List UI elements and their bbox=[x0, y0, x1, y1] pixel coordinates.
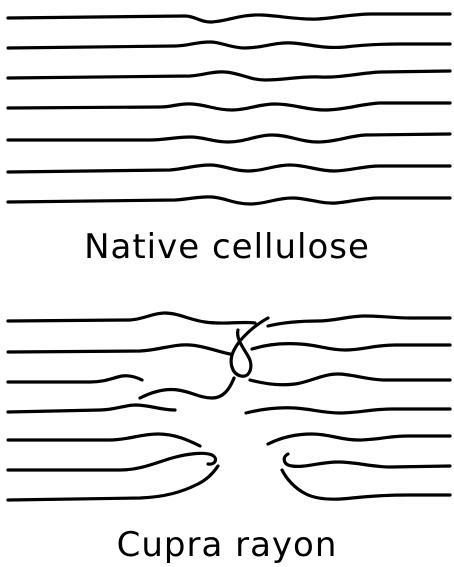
cupra-rayon-caption: Cupra rayon bbox=[117, 525, 338, 565]
cupra-rayon-chains bbox=[8, 313, 450, 500]
native-chain-7 bbox=[8, 197, 450, 204]
cupra-chain-4-left bbox=[8, 405, 175, 412]
native-chain-2 bbox=[8, 42, 450, 48]
cupra-chain-3-mid bbox=[140, 378, 234, 398]
native-chain-1 bbox=[8, 14, 450, 22]
cupra-chain-2-left bbox=[8, 345, 230, 354]
cupra-chain-1-right bbox=[268, 316, 450, 326]
cupra-chain-5-left bbox=[8, 434, 200, 446]
cupra-chain-6-right bbox=[284, 454, 450, 467]
native-cellulose-chains bbox=[8, 14, 450, 204]
cupra-chain-5-right bbox=[268, 434, 450, 444]
native-chain-4 bbox=[8, 103, 450, 110]
cupra-chain-1-left bbox=[8, 313, 255, 323]
native-chain-3 bbox=[8, 71, 450, 80]
cupra-chain-7-right bbox=[282, 470, 450, 499]
native-cellulose-caption: Native cellulose bbox=[84, 227, 370, 267]
cupra-chain-3-left bbox=[8, 376, 142, 382]
cupra-chain-2-right bbox=[252, 344, 450, 350]
native-chain-6 bbox=[8, 165, 450, 172]
native-chain-5 bbox=[8, 134, 450, 142]
cupra-chain-6-left bbox=[8, 453, 215, 470]
cupra-chain-4-right bbox=[246, 408, 450, 413]
cupra-chain-3-right bbox=[250, 374, 450, 385]
